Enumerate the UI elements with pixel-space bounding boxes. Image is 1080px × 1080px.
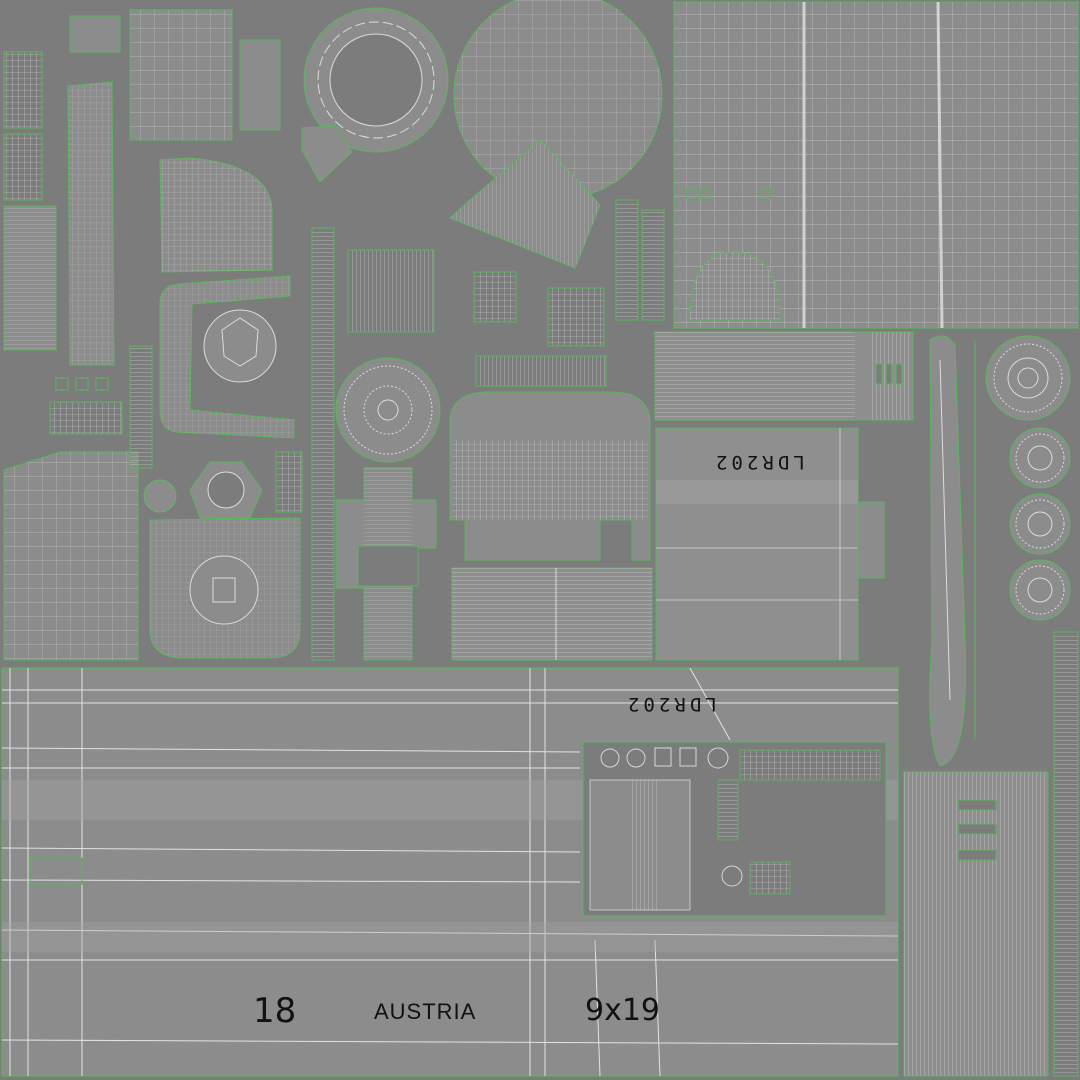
uv-island-small-parts: [3, 9, 605, 366]
uv-island-frame-large: [673, 1, 1079, 329]
serial-number-engraving-lower: LDR202: [624, 693, 717, 715]
uv-island-slide-side: [655, 427, 885, 661]
uv-island-trigger-bar: [159, 275, 295, 439]
uv-island-muzzle-ring: [301, 7, 449, 183]
uv-island-recoil-spring: [311, 227, 441, 661]
uv-island-slide-body: [1, 667, 899, 1077]
uv-island-hammer: [449, 0, 665, 321]
uv-island-frame-rear: [449, 355, 653, 661]
uv-island-slide-top: [654, 331, 914, 421]
cartridge-engraving: 9x19: [585, 993, 661, 1028]
uv-island-guide-rod: [929, 335, 976, 767]
uv-island-round-parts: [985, 335, 1071, 621]
uv-island-grip-panel: [903, 631, 1079, 1077]
uv-island-grip-left: [3, 345, 153, 661]
serial-number-engraving-upper: LDR202: [712, 451, 805, 473]
country-engraving: AUSTRIA: [374, 999, 477, 1024]
calibre-number-engraving: 18: [253, 991, 297, 1031]
uv-island-magazine-base: [143, 451, 303, 659]
